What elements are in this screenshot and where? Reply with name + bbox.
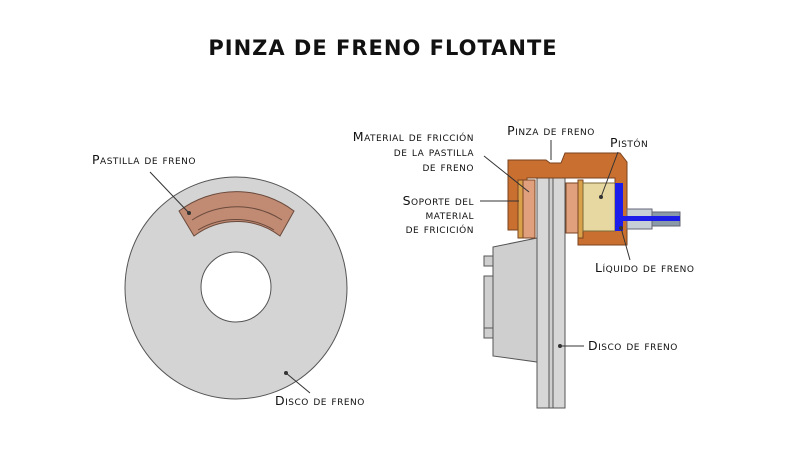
section-disc-right bbox=[552, 177, 566, 409]
section-piston bbox=[582, 182, 616, 232]
front-disc-leader bbox=[285, 372, 311, 394]
hub-stud-bottom bbox=[483, 327, 494, 339]
diagram-title: PINZA DE FRENO FLOTANTE bbox=[208, 36, 557, 60]
section-hub bbox=[492, 237, 538, 363]
hub-stud-top bbox=[483, 255, 494, 267]
caliper-label: Pinza de freno bbox=[507, 123, 595, 138]
front-pad-leader bbox=[149, 171, 190, 214]
hub-flange bbox=[483, 275, 494, 337]
friction-leader bbox=[483, 155, 530, 193]
friction-label-1: Material de fricción bbox=[353, 129, 474, 144]
backing-label-2: material bbox=[426, 207, 475, 222]
front-view: Pastilla de freno Disco de freno bbox=[92, 152, 365, 408]
friction-label-3: de freno bbox=[422, 159, 474, 174]
section-disc-left bbox=[536, 177, 550, 409]
piston-leader bbox=[600, 151, 619, 198]
section-backing-left bbox=[517, 179, 524, 239]
front-pad-label: Pastilla de freno bbox=[92, 152, 196, 167]
section-fluid-line bbox=[620, 216, 680, 221]
backing-label-3: de fricición bbox=[406, 221, 474, 236]
front-pad-groove bbox=[191, 206, 283, 221]
front-disc-leader-dot bbox=[284, 371, 288, 375]
section-friction-right bbox=[565, 182, 579, 234]
front-disc-label: Disco de freno bbox=[275, 393, 365, 408]
fluid-leader bbox=[620, 227, 631, 261]
section-disc-leader-dot bbox=[558, 344, 562, 348]
section-friction-left bbox=[522, 179, 536, 239]
backing-label-1: Soporte del bbox=[403, 193, 474, 208]
front-pad-groove-inner bbox=[197, 218, 275, 231]
piston-label: Pistón bbox=[610, 135, 648, 150]
section-fluid-chamber bbox=[615, 183, 623, 231]
section-backing-right bbox=[577, 179, 584, 239]
fluid-leader-dot bbox=[619, 226, 623, 230]
section-view: Pinza de freno Material de fricción de l… bbox=[353, 123, 694, 409]
front-pad-leader-dot bbox=[187, 211, 191, 215]
piston-leader-dot bbox=[599, 195, 603, 199]
fluid-label: Líquido de freno bbox=[595, 260, 694, 275]
friction-label-2: de la pastilla bbox=[394, 144, 475, 159]
front-disc-hole bbox=[200, 251, 272, 323]
section-disc-label: Disco de freno bbox=[588, 338, 678, 353]
